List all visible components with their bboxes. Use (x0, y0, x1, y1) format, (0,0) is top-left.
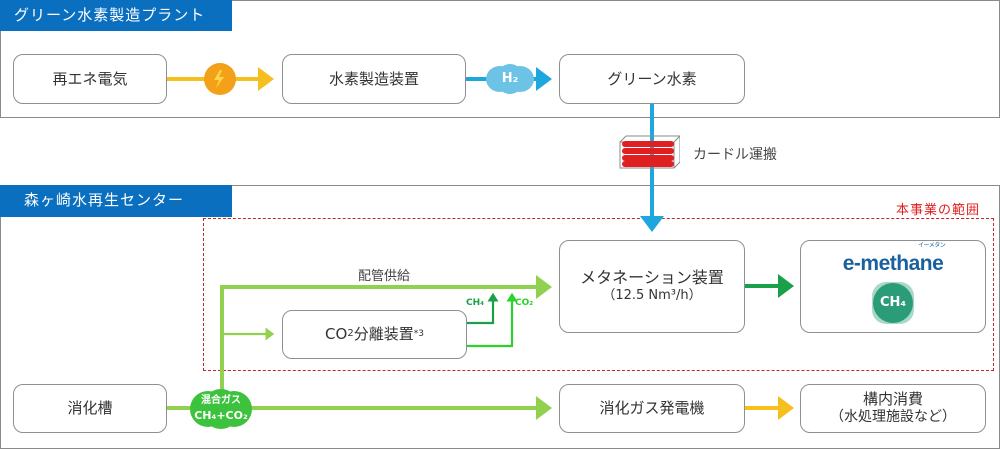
co2-separator-label: 分離装置 (353, 325, 414, 344)
lightning-icon (214, 70, 224, 88)
onsite-consumption-detail: （水処理施設など） (830, 409, 956, 426)
electrolyzer-node: 水素製造装置 (282, 54, 466, 104)
mixed-gas-formula: CH₄+CO₂ (194, 409, 248, 422)
morigasaki-center-title: 森ヶ崎水再生センター (0, 185, 232, 217)
methanation-node: メタネーション装置 （12.5 Nm³/h） (559, 240, 745, 333)
electrolyzer-label: 水素製造装置 (328, 69, 419, 88)
green-hydrogen-plant-title: グリーン水素製造プラント (0, 0, 232, 31)
gas-cylinder-bundle-icon (618, 134, 681, 169)
methanation-label: メタネーション装置 (580, 268, 724, 288)
hydrogen-badge-text: H₂ (501, 71, 519, 86)
emethane-logo-ruby: イーメタン (918, 243, 946, 249)
co2-separator-sub: 2 (347, 328, 354, 340)
renewable-electricity-label: 再エネ電気 (52, 69, 128, 88)
hydrogen-badge: H₂ (486, 64, 536, 94)
digester-node: 消化槽 (13, 384, 167, 433)
ch4-badge-text: CH₄ (879, 295, 907, 311)
digester-label: 消化槽 (67, 399, 113, 418)
electricity-badge (204, 63, 236, 95)
co2-separator-prefix: CO (325, 325, 348, 344)
ch4-flow-label: CH₄ (466, 298, 485, 308)
mixed-gas-title: 混合ガス (201, 395, 241, 406)
co2-separator-footnote: *3 (413, 328, 424, 339)
transport-label: カードル運搬 (693, 147, 777, 163)
biogas-generator-label: 消化ガス発電機 (599, 399, 705, 418)
renewable-electricity-node: 再エネ電気 (13, 54, 167, 104)
mixed-gas-badge: 混合ガス CH₄+CO₂ (190, 389, 254, 429)
emethane-logo: e-methane イーメタン (842, 243, 946, 275)
co2-flow-label: CO₂ (515, 298, 534, 308)
project-scope-boundary (203, 218, 994, 371)
ch4-molecule-icon: CH₄ (870, 280, 916, 326)
green-hydrogen-node: グリーン水素 (559, 54, 745, 104)
onsite-consumption-node: 構内消費 （水処理施設など） (800, 384, 986, 433)
methanation-capacity: （12.5 Nm³/h） (602, 288, 702, 304)
emethane-node: e-methane イーメタン CH₄ (800, 240, 986, 333)
project-scope-label: 本事業の範囲 (896, 203, 981, 218)
pipeline-label: 配管供給 (358, 269, 411, 284)
green-hydrogen-label: グリーン水素 (607, 69, 697, 88)
biogas-generator-node: 消化ガス発電機 (559, 384, 745, 433)
onsite-consumption-label: 構内消費 (862, 390, 923, 409)
